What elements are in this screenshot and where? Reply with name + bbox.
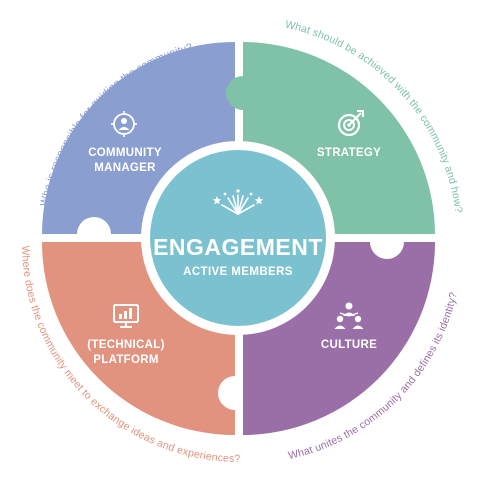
monitor-chart-icon (113, 304, 139, 328)
center-title: ENGAGEMENT (153, 234, 323, 260)
people-group-icon (334, 302, 364, 329)
center-circle (150, 150, 326, 326)
culture-label: CULTURE (321, 339, 377, 351)
center-subtitle: ACTIVE MEMBERS (183, 266, 293, 278)
platform-label-1: (TECHNICAL) (87, 339, 164, 351)
fireworks-icon (212, 189, 264, 215)
target-arrow-icon (337, 110, 364, 137)
strategy-label: STRATEGY (317, 147, 381, 159)
community-manager-label-2: MANAGER (94, 162, 156, 174)
community-manager-label-1: COMMUNITY (88, 147, 162, 159)
platform-label-2: PLATFORM (93, 354, 158, 366)
person-target-icon (111, 111, 137, 137)
